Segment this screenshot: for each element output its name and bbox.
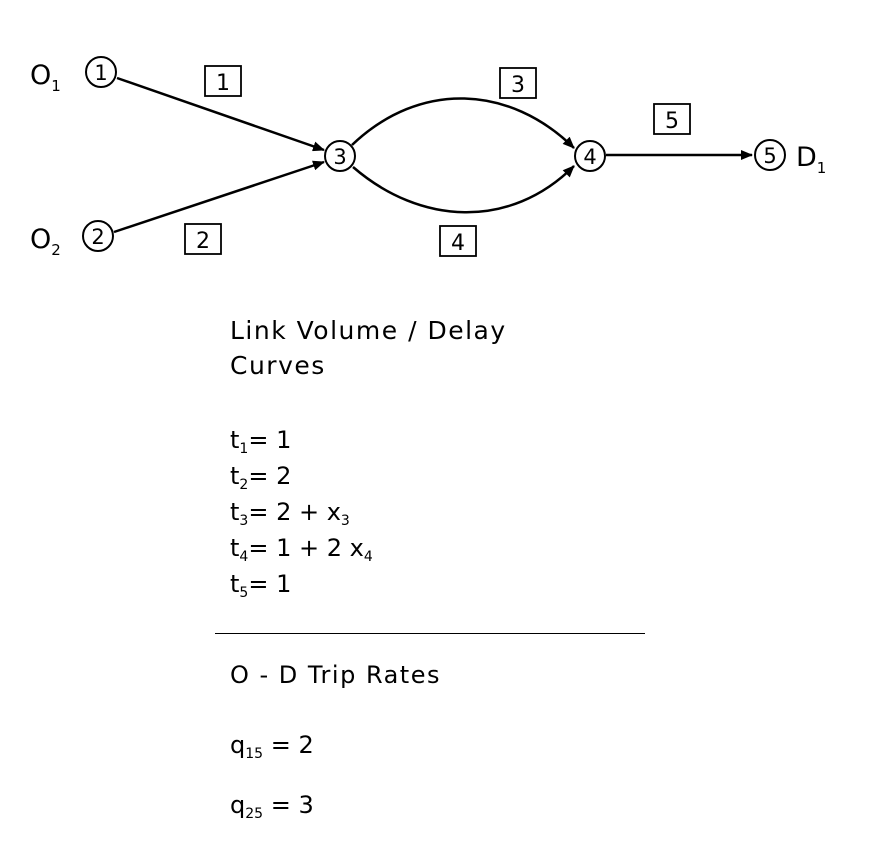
- node-1: 1: [85, 56, 117, 88]
- node-3: 3: [324, 140, 356, 172]
- link-5-label: 5: [665, 109, 679, 134]
- link-4-label-box: 4: [439, 225, 477, 257]
- link-2-label-box: 2: [184, 223, 222, 255]
- link-3-label: 3: [511, 73, 525, 98]
- node-3-label: 3: [333, 145, 346, 169]
- link-1-label: 1: [216, 71, 230, 96]
- network-diagram: 1 2 3 4 5 O1 O2 D1 1 2 3 4 5: [30, 56, 826, 259]
- delay-curves-heading-line1: Link Volume / Delay: [230, 316, 507, 345]
- link-4-label: 4: [451, 231, 465, 256]
- link-4-arrow: [352, 165, 575, 214]
- link-3-label-box: 3: [499, 67, 537, 99]
- delay-curves-section: Link Volume / Delay Curves: [230, 318, 507, 378]
- node-4: 4: [574, 140, 606, 172]
- link-5-label-box: 5: [653, 103, 691, 135]
- rate-q25: q25 = 3: [230, 791, 314, 822]
- rate-q15: q15 = 2: [230, 731, 314, 762]
- node-2-label: 2: [91, 225, 104, 249]
- node-2: 2: [82, 220, 114, 252]
- node-4-label: 4: [583, 145, 596, 169]
- destination-1-tag: D1: [796, 142, 826, 177]
- link-2-label: 2: [196, 229, 210, 254]
- link-2-arrow: [113, 160, 325, 234]
- node-5-label: 5: [763, 144, 776, 168]
- od-rates-heading: O - D Trip Rates: [230, 661, 441, 689]
- formula-t2: t2= 2: [230, 462, 292, 493]
- formula-t3: t3= 2 + x3: [230, 498, 350, 529]
- origin-2-tag: O2: [30, 224, 61, 259]
- link-3-arrow: [351, 97, 575, 149]
- link-1-label-box: 1: [204, 65, 242, 97]
- formula-t1: t1= 1: [230, 426, 292, 457]
- section-divider: [215, 633, 645, 634]
- formula-t5: t5= 1: [230, 570, 292, 601]
- formula-t4: t4= 1 + 2 x4: [230, 534, 373, 565]
- node-1-label: 1: [94, 61, 107, 85]
- link-1-arrow: [116, 76, 325, 152]
- node-5: 5: [754, 139, 786, 171]
- delay-curves-heading-line2: Curves: [230, 351, 326, 380]
- origin-1-tag: O1: [30, 60, 61, 95]
